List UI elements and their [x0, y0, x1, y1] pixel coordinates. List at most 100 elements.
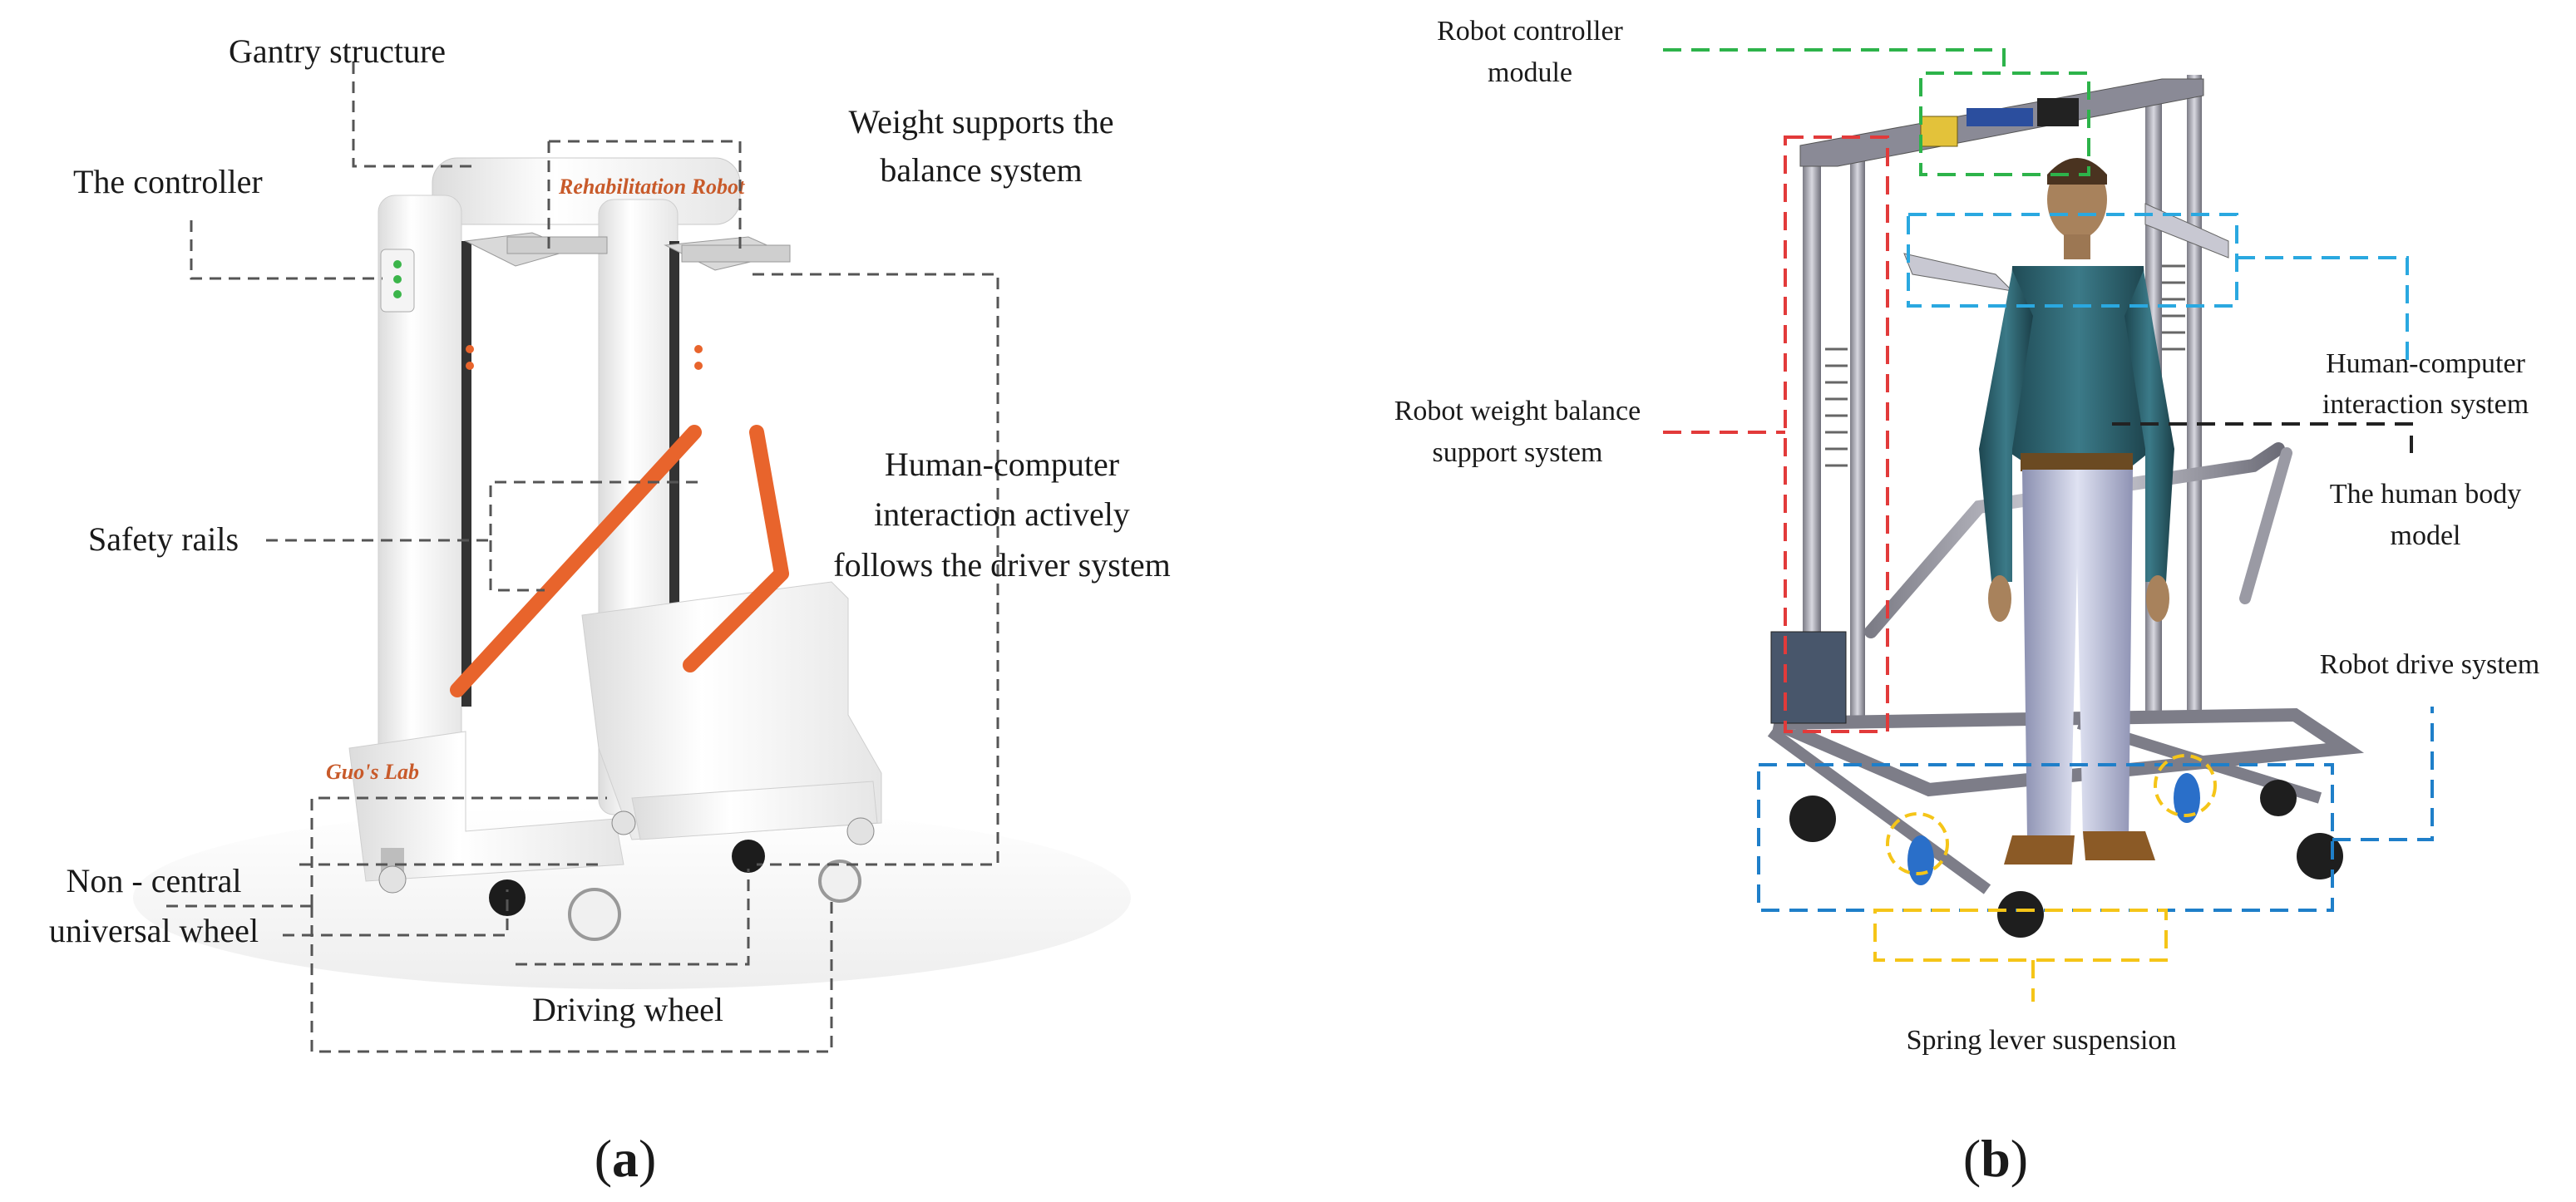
label-gantry-structure: Gantry structure [229, 32, 446, 70]
label-the-controller: The controller [73, 163, 263, 200]
leader-noncentral-4 [283, 889, 509, 937]
caster-wheel [2260, 780, 2297, 816]
right-support-arm [2144, 203, 2229, 259]
left-weight-bar [506, 236, 608, 254]
driving-wheel-left [489, 879, 526, 916]
controller-board [1967, 108, 2033, 126]
right-arm [2124, 270, 2174, 582]
leader-safety-lower [489, 540, 545, 592]
neck [2064, 234, 2090, 259]
spring-circle-left [1886, 812, 1949, 875]
frame-left-post-2 [1850, 154, 1865, 719]
controller-module-box [1920, 116, 1958, 147]
orange-marker [466, 345, 474, 353]
label-safety-rails: Safety rails [88, 520, 239, 558]
label-noncentral-line1: Non - central [66, 862, 241, 899]
robot-top-text: Rehabilitation Robot [558, 175, 745, 199]
motor-unit [1770, 631, 1847, 724]
callout-weight-balance-box [1784, 135, 1889, 733]
label-weight-supports-line1: Weight supports the [849, 103, 1114, 140]
torso [2004, 266, 2154, 466]
wheels [378, 810, 875, 941]
handrail-right [2239, 447, 2292, 604]
hair [2047, 158, 2107, 185]
orange-marker [694, 345, 703, 353]
leader-controller [190, 220, 382, 280]
safety-rail-left [450, 425, 702, 697]
callout-body-line [2112, 422, 2413, 453]
panel-b-callouts [1663, 48, 2434, 1002]
right-inner-rail [669, 241, 679, 707]
label-hci-line2: interaction system [2322, 389, 2529, 420]
leader-gantry [352, 62, 474, 168]
label-controller-module-line1: Robot controller [1437, 16, 1623, 47]
leader-weight [549, 140, 742, 254]
label-hci-line1: Human-computer [885, 446, 1119, 483]
callout-hci-line [2237, 256, 2409, 362]
left-arm [1979, 270, 2033, 582]
left-hand [1988, 575, 2011, 622]
callout-hci-box [1907, 213, 2238, 308]
frame-right-post-2 [2187, 75, 2202, 715]
right-base [631, 781, 878, 840]
orange-marker [694, 362, 703, 370]
frame-left-post [1803, 145, 1821, 727]
controller-led-2 [393, 275, 402, 283]
left-shoe [2004, 835, 2075, 865]
label-controller-module-line2: module [1488, 57, 1572, 88]
label-hci-line2: interaction actively [874, 495, 1130, 533]
caster-wheel [1789, 796, 1836, 842]
label-drive-system: Robot drive system [2320, 649, 2539, 680]
leader-driving-2 [516, 869, 750, 966]
front-right-housing [581, 581, 882, 840]
svg-text:(b): (b) [1963, 1129, 2028, 1188]
universal-wheel-left [568, 888, 621, 941]
robot-base-text: Guo's Lab [326, 760, 419, 784]
spring-circle-right [2154, 754, 2217, 817]
label-weight-balance-line2: support system [1433, 437, 1603, 468]
controller-module-box-2 [2037, 98, 2079, 126]
drive-wheel-right [2174, 773, 2200, 823]
callout-controller-module [1663, 48, 2090, 176]
human-body-model [1979, 158, 2174, 865]
panel-b: Robot controller module Robot weight bal… [1394, 16, 2539, 1188]
label-hci-line3: follows the driver system [833, 546, 1171, 584]
callout-drive-line [2332, 707, 2434, 841]
legs [2022, 470, 2133, 840]
label-body-line2: model [2391, 520, 2461, 551]
label-spring-lever: Spring lever suspension [1907, 1025, 2177, 1056]
springs [1825, 264, 2185, 467]
driving-wheel-right [732, 840, 765, 873]
label-weight-balance-line1: Robot weight balance [1394, 396, 1641, 426]
wheel [846, 817, 875, 845]
caption-b: (b) [1963, 1129, 2028, 1188]
label-noncentral-line2: universal wheel [49, 912, 259, 949]
label-body-line1: The human body [2330, 479, 2521, 510]
right-weight-bar [681, 244, 791, 263]
leader-hci [753, 273, 999, 866]
base-frame-bar [1767, 727, 1991, 894]
orange-marker [466, 362, 474, 370]
belt [2021, 453, 2133, 471]
label-driving-wheel: Driving wheel [532, 991, 723, 1028]
label-hci-line1: Human-computer [2326, 348, 2525, 379]
panel-b-robot-model [1767, 75, 2365, 938]
universal-wheel-right [818, 860, 861, 903]
drive-wheel-left [1907, 835, 1934, 885]
wheel [378, 865, 407, 894]
leader-safety [266, 480, 698, 542]
leader-driving [310, 902, 833, 1053]
callout-spring-box [1873, 909, 2168, 962]
right-hand [2146, 575, 2169, 622]
label-weight-supports-line2: balance system [880, 151, 1082, 189]
safety-rail-right [683, 425, 789, 672]
wheel [611, 810, 636, 835]
panel-a-leader-lines [166, 62, 999, 1053]
svg-text:(a): (a) [595, 1129, 657, 1188]
controller-led-3 [393, 290, 402, 298]
caster-wheel [1997, 891, 2044, 938]
caption-a: (a) [595, 1129, 657, 1188]
panel-a: Rehabilitation Robot Guo's Lab Gantry st… [49, 32, 1171, 1188]
right-shoe [2083, 831, 2155, 860]
